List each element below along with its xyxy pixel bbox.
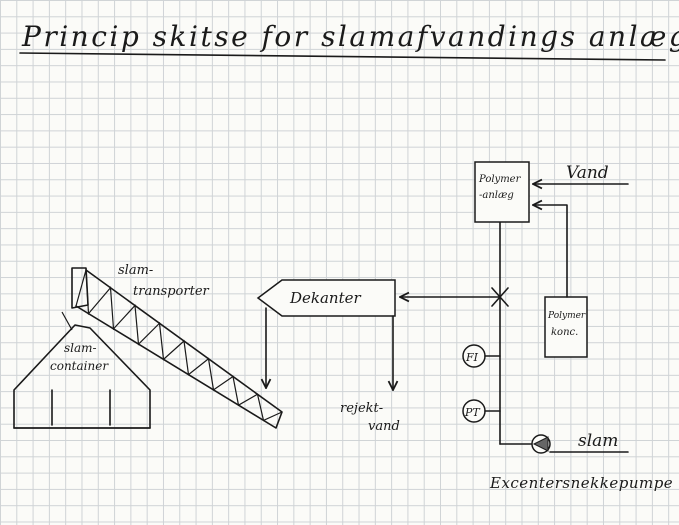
slam-container-label-line2: container [50,359,109,373]
pump-triangle [532,436,549,452]
slam-transporter [71,267,283,429]
transporter-hopper [71,267,89,309]
slam-container-label-line1: slam- [64,341,97,355]
rejektvand-label-line2: vand [368,419,400,434]
rejektvand-label-line1: rejekt- [340,401,383,416]
fi-label: FI [465,351,479,364]
polymer-konc-label-line2: konc. [551,327,578,338]
polymer-konc-box [544,296,588,358]
slam-transporter-label-line2: transporter [133,284,210,299]
polymer-konc-line [533,205,568,298]
dekanter-label: Dekanter [289,289,362,307]
title-underline [19,52,666,61]
slam-transporter-label-line1: slam- [118,263,153,278]
diagram-title: Princip skitse for slamafvandings anlæg [21,20,679,53]
slam-label: slam [578,431,618,451]
polymer-konc-label-line1: Polymer [547,311,586,321]
transporter-zigzag [75,269,283,422]
vand-label: Vand [566,163,609,183]
pt-label: PT [464,406,481,419]
polymer-anlaeg-label-line2: -anlæg [479,190,514,201]
dekanter-box [256,279,396,317]
polymer-anlaeg-box [474,161,530,223]
polymer-anlaeg-label-line1: Polymer [478,174,522,185]
slam-container-leader [61,311,73,331]
pump-label: Excentersnekkepumpe [489,474,673,492]
